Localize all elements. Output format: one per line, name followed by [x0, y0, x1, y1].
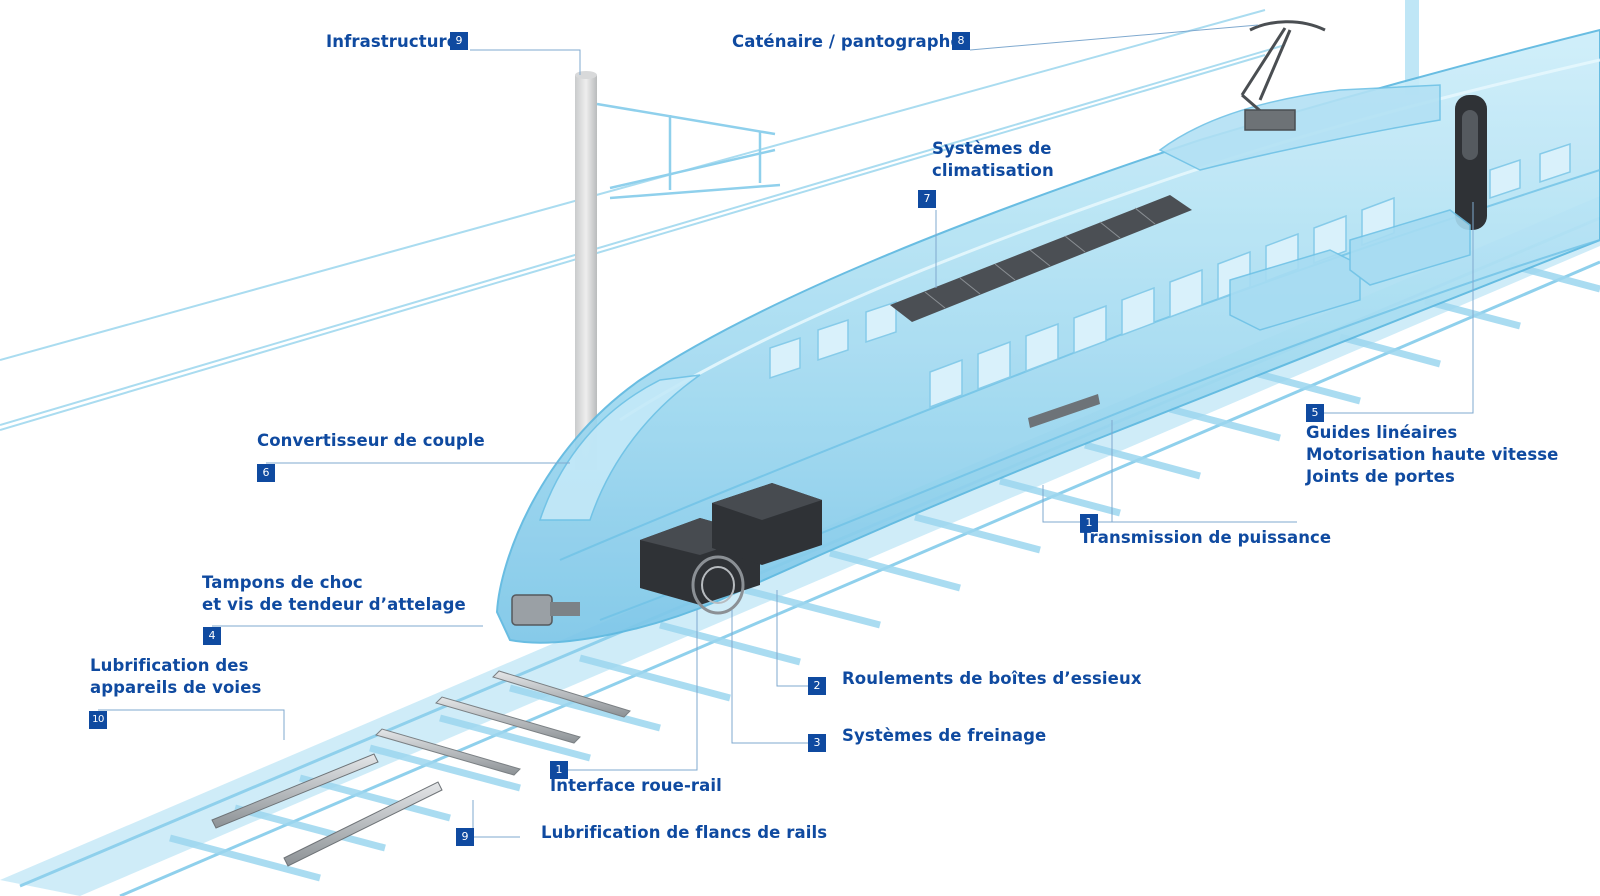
pantograph: [1240, 20, 1326, 131]
callout-climatisation: Systèmes de climatisation: [932, 138, 1054, 182]
callout-interface: Interface roue-rail: [550, 775, 722, 797]
callout-roulements: Roulements de boîtes d’essieux: [842, 668, 1142, 690]
callout-tampons-badge: 4: [203, 627, 221, 645]
catenary-pole: [575, 71, 781, 470]
callout-catenaire: Caténaire / pantographe: [732, 31, 962, 53]
bogie-components: [640, 483, 822, 615]
callout-guides-line-3: Joints de portes: [1306, 467, 1455, 486]
callout-lubrification-voies: Lubrification des appareils de voies: [90, 655, 261, 699]
callout-catenaire-text: Caténaire / pantographe: [732, 32, 962, 51]
callout-freinage: Systèmes de freinage: [842, 725, 1046, 747]
right-mast: [1405, 0, 1419, 95]
callout-guides-line-1: Guides linéaires: [1306, 423, 1458, 442]
callout-climatisation-line-1: Systèmes de: [932, 139, 1052, 158]
callout-transmission-text: Transmission de puissance: [1080, 528, 1332, 547]
callout-interface-badge: 1: [550, 761, 568, 779]
callout-roulements-text: Roulements de boîtes d’essieux: [842, 669, 1142, 688]
callout-infrastructure: Infrastructure: [326, 31, 458, 53]
callout-infrastructure-text: Infrastructure: [326, 32, 459, 51]
callout-freinage-text: Systèmes de freinage: [842, 726, 1047, 745]
callout-freinage-badge: 3: [808, 734, 826, 752]
callout-roulements-badge: 2: [808, 677, 826, 695]
callout-flancs-badge: 9: [456, 828, 474, 846]
callout-infrastructure-badge: 9: [450, 32, 468, 50]
ac-grille: [890, 195, 1192, 322]
callout-climatisation-line-2: climatisation: [932, 161, 1054, 180]
callout-tampons-line-1: Tampons de choc: [202, 573, 363, 592]
lubrication-sleepers: [375, 670, 631, 776]
callout-climatisation-badge: 7: [918, 190, 936, 208]
callout-lubrification-voies-line-1: Lubrification des: [90, 656, 249, 675]
callout-catenaire-badge: 8: [952, 32, 970, 50]
callout-convertisseur-text: Convertisseur de couple: [257, 431, 485, 450]
callout-transmission: Transmission de puissance: [1080, 527, 1331, 549]
callout-lubrification-voies-badge: 10: [89, 711, 107, 729]
callout-guides-line-2: Motorisation haute vitesse: [1306, 445, 1559, 464]
transmission-shaft: [1028, 394, 1100, 428]
callout-guides-badge: 5: [1306, 404, 1324, 422]
callout-tampons-line-2: et vis de tendeur d’attelage: [202, 595, 466, 614]
coupler: [511, 594, 580, 626]
leader-lines: [98, 24, 1474, 838]
callout-flancs-text: Lubrification de flancs de rails: [541, 823, 828, 842]
switch-rails: [211, 753, 443, 867]
callout-lubrification-voies-line-2: appareils de voies: [90, 678, 262, 697]
callout-transmission-badge: 1: [1080, 514, 1098, 532]
callout-convertisseur-badge: 6: [257, 464, 275, 482]
callout-flancs: Lubrification de flancs de rails: [541, 822, 827, 844]
callout-interface-text: Interface roue-rail: [550, 776, 722, 795]
callout-tampons: Tampons de choc et vis de tendeur d’atte…: [202, 572, 466, 616]
callout-guides: Guides linéaires Motorisation haute vite…: [1306, 422, 1558, 488]
callout-convertisseur: Convertisseur de couple: [257, 430, 485, 452]
catenary-wires: [0, 9, 1286, 431]
